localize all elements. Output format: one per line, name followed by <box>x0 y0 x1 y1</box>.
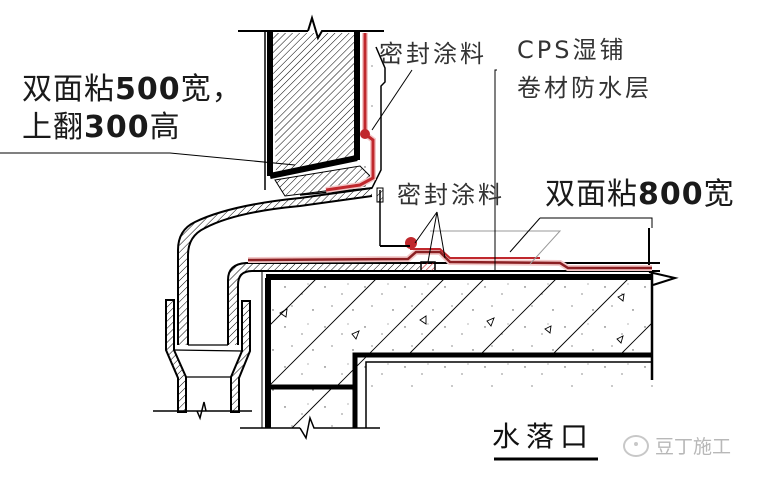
drain-outlet-pipe <box>177 187 373 345</box>
concrete-slab <box>240 228 679 441</box>
label-cps-line1: CPS湿铺 <box>517 36 627 64</box>
watermark-text: 豆丁施工 <box>655 436 732 458</box>
label-double-sided-800: 双面粘800宽 <box>545 177 735 212</box>
membrane-wall-upturn <box>325 33 376 193</box>
label-double-sided-500: 双面粘500宽， <box>22 72 243 107</box>
label-cps-line2: 卷材防水层 <box>517 74 652 102</box>
label-upturn-300: 上翻300高 <box>22 110 181 145</box>
label-sealant-mid: 密封涂料 <box>397 181 505 209</box>
leader-lines <box>0 69 497 272</box>
drain-socket <box>153 299 252 421</box>
watermark: 豆丁施工 <box>623 432 731 459</box>
wechat-icon <box>623 434 649 457</box>
label-sealant-top: 密封涂料 <box>379 40 487 68</box>
diagram-title: 水落口 <box>492 420 595 453</box>
parapet-wall <box>238 14 386 197</box>
